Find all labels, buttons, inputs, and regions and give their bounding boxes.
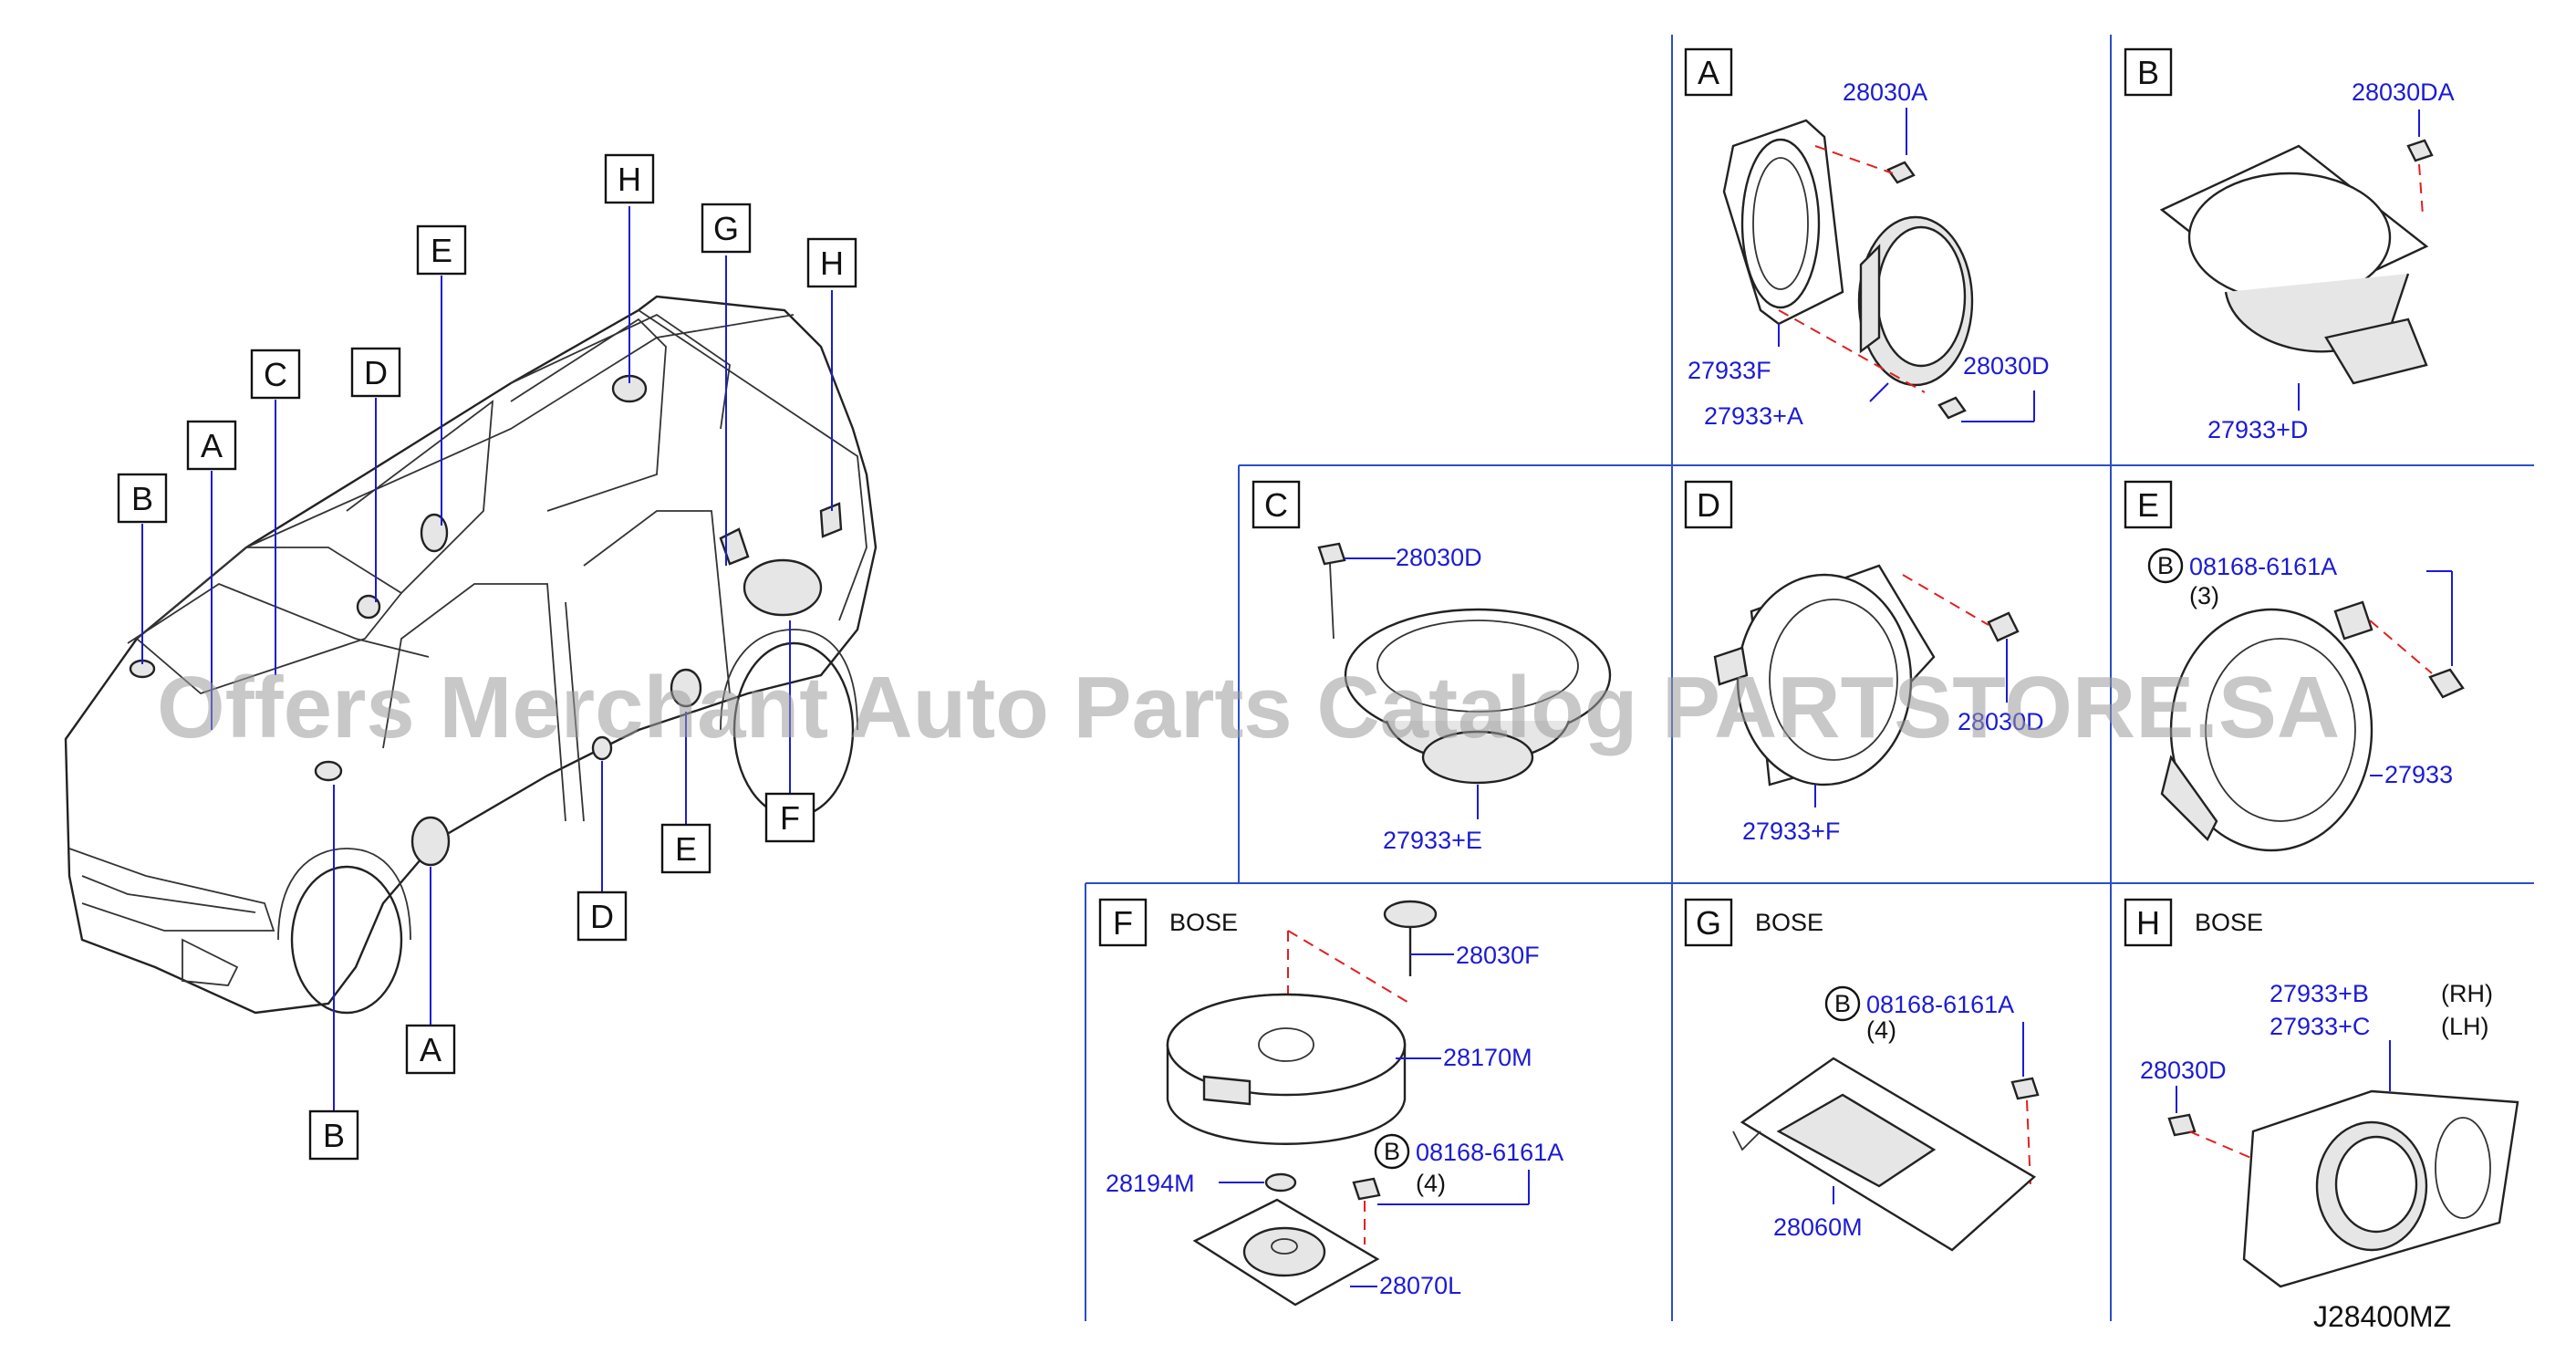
part-28030F: 28030F xyxy=(1456,942,1540,969)
part-28030D-H: 28030D xyxy=(2140,1057,2227,1084)
callout-A-bottom: A xyxy=(420,1031,441,1068)
part-28070L: 28070L xyxy=(1379,1272,1461,1299)
vehicle-outline xyxy=(64,295,878,1015)
part-08168-6161A-F: 08168-6161A xyxy=(1416,1139,1563,1166)
side-LH: (LH) xyxy=(2441,1013,2489,1040)
part-28030A: 28030A xyxy=(1843,78,1927,106)
callout-D-top: D xyxy=(364,354,388,391)
panel-B-key: B xyxy=(2137,54,2159,91)
part-27933C: 27933+C xyxy=(2270,1013,2370,1040)
screw-28030D-H xyxy=(2167,1113,2197,1137)
washer-28194M xyxy=(1264,1172,1297,1193)
screw-28030A xyxy=(1886,161,1916,184)
panel-G-title: BOSE xyxy=(1755,909,1823,936)
callout-A-top: A xyxy=(201,427,223,464)
part-28030D-C: 28030D xyxy=(1396,544,1482,571)
part-08168-6161A-E: 08168-6161A xyxy=(2189,553,2337,580)
part-28170M: 28170M xyxy=(1443,1044,1532,1071)
part-28194M: 28194M xyxy=(1106,1170,1195,1197)
panel-F: F BOSE 28030F 28170M B 08168-6161A (4) 2… xyxy=(1098,898,1563,1307)
bolt-code-G: B xyxy=(1834,990,1851,1017)
panel-C-key: C xyxy=(1264,486,1288,524)
panel-C: C 28030D 27933+E xyxy=(1252,480,1612,854)
vehicle-callouts: H G H E C D A B F E D A B xyxy=(117,153,857,1161)
part-27933D: 27933+D xyxy=(2207,416,2308,443)
part-08168-6161A-G: 08168-6161A xyxy=(1866,991,2014,1018)
panel-D-key: D xyxy=(1697,486,1720,524)
panel-grid xyxy=(1085,35,2534,1321)
callout-F: F xyxy=(780,799,800,837)
screw-08168-6161A-G xyxy=(2010,1077,2040,1100)
vehicle-callout-lines xyxy=(141,206,833,1113)
panel-G: G BOSE B 08168-6161A (4) 28060M xyxy=(1684,898,2040,1252)
watermark: Offers Merchant Auto Parts Catalog PARTS… xyxy=(157,659,2340,756)
part-27933F: 27933F xyxy=(1688,357,1771,384)
panel-F-key: F xyxy=(1113,904,1133,942)
panel-A: A 28030A 27933F 28030D 27933+A xyxy=(1684,47,2050,430)
panel-H-title: BOSE xyxy=(2195,909,2263,936)
callout-B-top: B xyxy=(131,480,153,517)
panel-A-key: A xyxy=(1698,54,1719,91)
qty-F: (4) xyxy=(1416,1170,1446,1197)
part-27933E: 27933+E xyxy=(1383,827,1482,854)
side-RH: (RH) xyxy=(2441,980,2493,1007)
screw-28030DA xyxy=(2406,139,2434,162)
panel-B: B 28030DA 27933+D xyxy=(2124,47,2455,443)
qty-E: (3) xyxy=(2189,582,2219,609)
part-27933B: 27933+B xyxy=(2270,980,2369,1007)
screw-28030D-D xyxy=(1987,611,2020,642)
callout-C: C xyxy=(264,356,287,393)
clip-08168-6161A-E xyxy=(2428,668,2465,699)
callout-G: G xyxy=(713,210,739,247)
part-27933F-D: 27933+F xyxy=(1742,818,1840,845)
callout-E-top: E xyxy=(431,232,452,269)
bolt-code-E: B xyxy=(2157,552,2174,579)
bolt-28030F xyxy=(1383,900,1438,929)
panel-H: H BOSE 27933+B (RH) 27933+C (LH) 28030D xyxy=(2124,898,2519,1288)
part-28060M: 28060M xyxy=(1773,1213,1863,1241)
callout-E-bottom: E xyxy=(675,830,697,868)
panel-D: D 28030D 27933+F xyxy=(1684,480,2044,845)
callout-B-bottom: B xyxy=(323,1117,345,1154)
panel-G-key: G xyxy=(1696,904,1721,942)
screw-28030D xyxy=(1937,396,1967,420)
bolt-code-F: B xyxy=(1384,1138,1400,1165)
part-27933A: 27933+A xyxy=(1704,402,1803,430)
panel-E-key: E xyxy=(2137,486,2159,524)
part-28030DA: 28030DA xyxy=(2352,78,2455,106)
panel-E: E B 08168-6161A (3) 27933 xyxy=(2124,480,2465,852)
vehicle-speaker-markers xyxy=(129,374,843,867)
screw-08168-6161A-F xyxy=(1352,1177,1381,1201)
part-27933: 27933 xyxy=(2384,761,2453,788)
speaker-27933 xyxy=(2169,608,2373,852)
callout-H-top: H xyxy=(618,161,641,198)
part-28030D-A: 28030D xyxy=(1963,352,2050,380)
screw-28030D-C xyxy=(1317,542,1346,566)
qty-G: (4) xyxy=(1866,1016,1896,1044)
callout-H-right: H xyxy=(820,245,844,282)
panel-H-key: H xyxy=(2136,904,2160,942)
callout-D-bottom: D xyxy=(590,898,614,935)
diagram-code: J28400MZ xyxy=(2313,1300,2451,1333)
panel-F-title: BOSE xyxy=(1169,909,1238,936)
part-28030D-D: 28030D xyxy=(1958,708,2044,735)
